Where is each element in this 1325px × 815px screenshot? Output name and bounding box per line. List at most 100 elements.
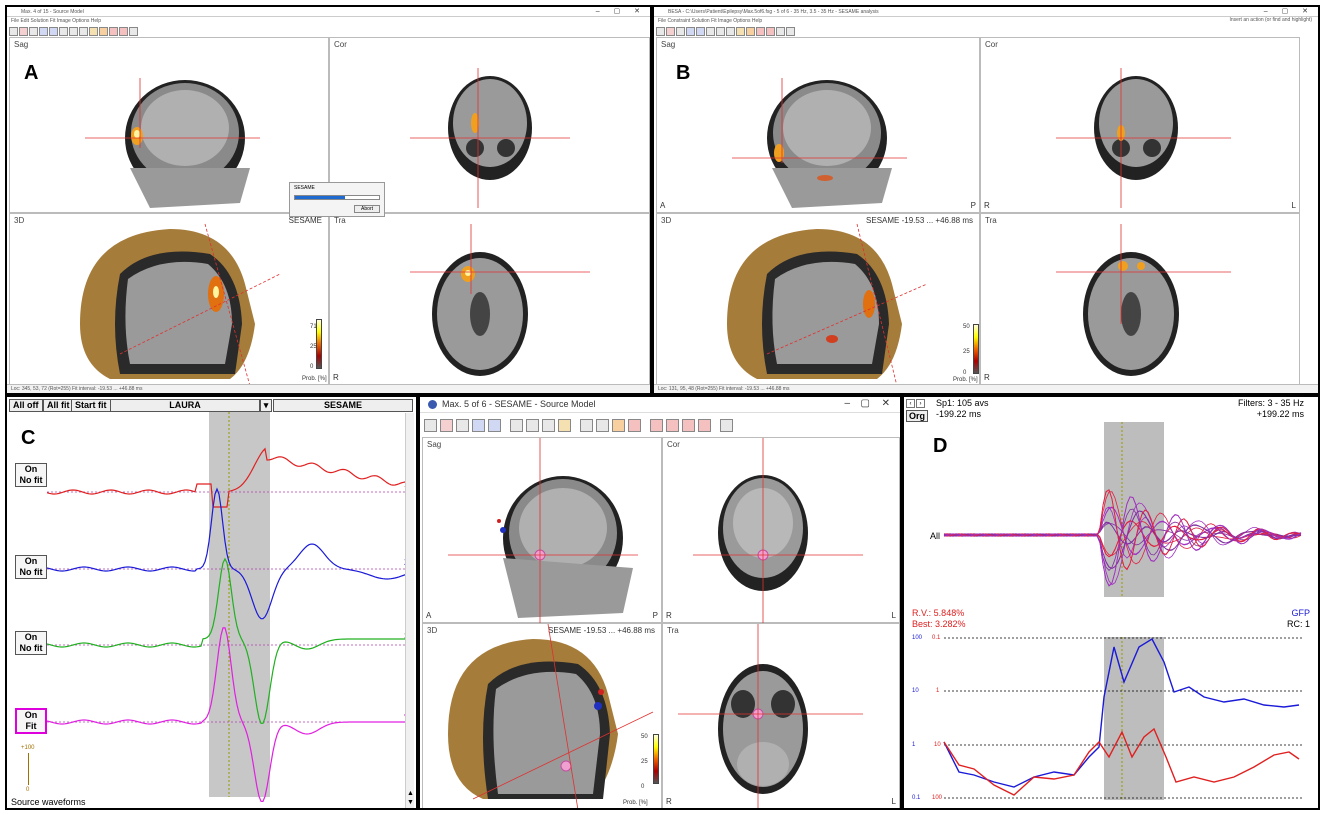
nav-left-icon[interactable]: ‹ (906, 399, 915, 408)
view-coronal[interactable]: Cor R L (662, 437, 900, 624)
fit-label: Fit (25, 721, 37, 731)
colorbar-bot: 0 (641, 784, 645, 790)
zoom-icon[interactable] (456, 418, 469, 432)
coronal-image (410, 68, 570, 208)
head-icon[interactable] (716, 26, 725, 36)
views-icon[interactable] (596, 418, 609, 432)
surface-icon[interactable] (89, 26, 98, 36)
move-icon[interactable] (39, 26, 48, 36)
colorbar (653, 734, 659, 784)
zoom-icon[interactable] (676, 26, 685, 36)
view-coronal[interactable]: Cor R (329, 37, 650, 213)
head-icon[interactable] (69, 26, 78, 36)
toolbar[interactable] (424, 417, 733, 433)
surface-icon[interactable] (736, 26, 745, 36)
rc-label: RC: 1 (1286, 619, 1310, 629)
method-select[interactable]: SESAME (273, 399, 413, 412)
grid-icon[interactable] (706, 26, 715, 36)
abort-button[interactable]: Abort (354, 205, 380, 213)
hand-icon[interactable] (424, 418, 437, 432)
view-sagittal[interactable]: Sag A P (656, 37, 980, 213)
brain-icon[interactable] (766, 26, 775, 36)
maximize-icon[interactable]: ▢ (860, 398, 870, 409)
scroll-up-icon[interactable]: ▲ (407, 790, 414, 797)
source-icon[interactable] (756, 26, 765, 36)
coronal-image (1056, 68, 1231, 208)
help-hint[interactable]: Insert an action (or find and highlight) (1229, 17, 1312, 23)
best-label: Best: 3.282% (912, 619, 966, 629)
view-transverse[interactable]: Tra R (980, 213, 1300, 385)
window-controls[interactable]: – ▢ ✕ (1263, 8, 1314, 15)
close-icon[interactable]: ✕ (881, 398, 890, 409)
source-icon[interactable] (109, 26, 118, 36)
gfp-label: GFP (1291, 608, 1310, 618)
rotate-icon[interactable] (696, 26, 705, 36)
move-icon[interactable] (472, 418, 485, 432)
toolbar[interactable] (654, 25, 1318, 37)
palette-icon[interactable] (746, 26, 755, 36)
rotate-icon[interactable] (488, 418, 501, 432)
menu-bar[interactable]: File Constraint Solution Fit Image Optio… (658, 18, 763, 24)
color-wheel-icon[interactable] (628, 418, 641, 432)
map-icon[interactable] (666, 418, 679, 432)
settings-icon[interactable] (786, 26, 795, 36)
view-transverse[interactable]: Tra R L (662, 623, 900, 808)
org-button[interactable]: Org (906, 410, 929, 422)
split-icon[interactable] (580, 418, 593, 432)
zoom-icon[interactable] (29, 26, 38, 36)
palette-icon[interactable] (99, 26, 108, 36)
start-fit-button[interactable]: Start fit (71, 399, 111, 412)
view-3d[interactable]: 3D SESAME 71 25 0 Prob. [%] (9, 213, 329, 386)
time-left: -199.22 ms (936, 409, 982, 419)
move-icon[interactable] (686, 26, 695, 36)
crosshair-icon[interactable] (440, 418, 453, 432)
brain-icon[interactable] (119, 26, 128, 36)
stop-icon[interactable] (776, 26, 785, 36)
source-icon[interactable] (650, 418, 663, 432)
hand-icon[interactable] (9, 26, 18, 36)
view-sagittal[interactable]: Sag (9, 37, 329, 213)
scroll-down-icon[interactable]: ▼ (407, 799, 414, 806)
view-label: Sag (427, 440, 442, 449)
window-controls[interactable]: – ▢ ✕ (595, 8, 646, 15)
inner-axis-label: 100 (932, 795, 943, 801)
menu-bar[interactable]: File Edit Solution Fit Image Options Hel… (11, 18, 102, 24)
grid-icon[interactable] (59, 26, 68, 36)
brain-icon[interactable] (682, 418, 695, 432)
status-bar: Loc: 345, 53, 72 (Rot=255) Fit interval:… (7, 384, 650, 393)
view-label: Sag (661, 40, 676, 49)
palette-icon[interactable] (612, 418, 625, 432)
nav-right-icon[interactable]: › (916, 399, 925, 408)
view-sagittal[interactable]: Sag A P (422, 437, 662, 624)
settings-icon[interactable] (129, 26, 138, 36)
layers-icon[interactable] (542, 418, 555, 432)
layers-icon[interactable] (79, 26, 88, 36)
view-coronal[interactable]: Cor R L (980, 37, 1300, 213)
rotate-icon[interactable] (49, 26, 58, 36)
head-icon[interactable] (526, 418, 539, 432)
all-off-button[interactable]: All off (9, 399, 43, 412)
toolbar[interactable] (7, 25, 650, 37)
crosshair-icon[interactable] (19, 26, 28, 36)
minimize-icon[interactable]: – (844, 398, 850, 409)
brain-alt-icon[interactable] (698, 418, 711, 432)
model-select[interactable]: LAURA (110, 399, 260, 412)
settings-icon[interactable] (720, 418, 733, 432)
crosshair-icon[interactable] (666, 26, 675, 36)
scrollbar[interactable]: ▼ ▲ (405, 413, 414, 808)
grid-icon[interactable] (510, 418, 523, 432)
view-3d[interactable]: 3D SESAME -19.53 ... +46.88 ms 50 25 0 P… (656, 213, 980, 386)
view-transverse[interactable]: Tra R (329, 213, 650, 385)
layers-icon[interactable] (726, 26, 735, 36)
all-fit-button[interactable]: All fit (43, 399, 74, 412)
window-title: Max. 5 of 6 - SESAME - Source Model (442, 399, 596, 409)
status-bar: Loc: 131, 95, 48 (Rot=255) Fit interval:… (654, 384, 1318, 393)
model-dropdown-arrow[interactable]: ▾ (260, 399, 272, 412)
view-3d[interactable]: 3D SESAME -19.53 ... +46.88 ms 50 25 0 P… (422, 623, 662, 808)
surface-icon[interactable] (558, 418, 571, 432)
hand-icon[interactable] (656, 26, 665, 36)
